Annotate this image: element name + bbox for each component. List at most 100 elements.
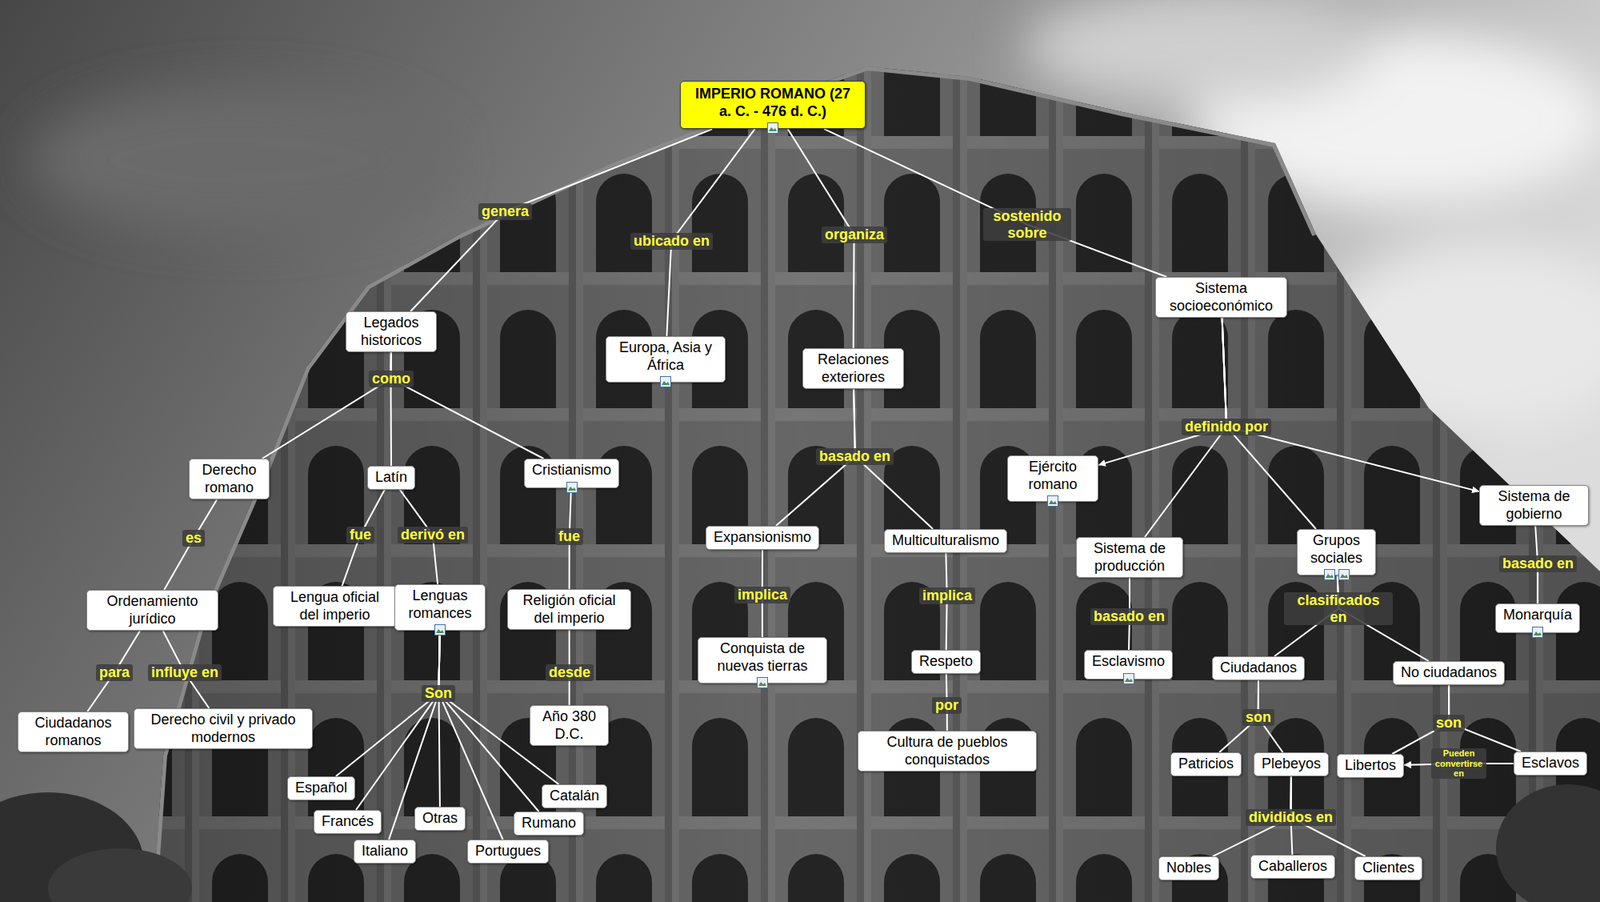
image-icon — [434, 624, 446, 636]
concept-box: Multiculturalismo — [884, 528, 1008, 553]
concept-text: Ejército romano — [1015, 458, 1091, 493]
concept-box: Cristianismo — [524, 458, 620, 488]
concept-text: Francés — [321, 812, 374, 831]
concept-box: Esclavos — [1513, 751, 1588, 776]
edge-label: para — [96, 664, 133, 681]
concept-text: Lengua oficial del imperio — [280, 588, 389, 624]
connector — [262, 352, 392, 459]
concept-text: Ciudadanos — [1220, 659, 1297, 677]
image-icon — [1532, 626, 1544, 638]
concept-box: Respeto — [911, 649, 981, 674]
concept-text: Multiculturalismo — [892, 532, 1000, 550]
concept-text: Religión oficial del imperio — [515, 592, 624, 627]
edge-label: como — [368, 370, 414, 388]
concept-box: Francés — [313, 809, 382, 834]
edge-label: sostenido sobre — [983, 208, 1072, 241]
concept-text: Catalán — [549, 787, 600, 805]
concept-box: Legados historicos — [345, 311, 437, 352]
title-box: IMPERIO ROMANO (27 a. C. - 476 d. C.) — [680, 80, 866, 129]
concept-text: Sistema de gobierno — [1487, 488, 1581, 523]
edge-label: implica — [919, 587, 976, 604]
connector — [336, 630, 440, 776]
concept-box: Ordenamiento jurídico — [86, 589, 219, 631]
concept-box: Cultura de pueblos conquistados — [857, 730, 1037, 772]
connector — [342, 489, 385, 586]
edge-label: divididos en — [1245, 808, 1336, 826]
concept-box: Año 380 D.C. — [529, 704, 609, 746]
edge-label: influye en — [148, 664, 222, 681]
concept-box: Catalán — [541, 784, 608, 808]
concept-text: Clientes — [1362, 859, 1415, 877]
concept-text: Ciudadanos romanos — [25, 714, 121, 749]
concept-box: Sistema de producción — [1076, 536, 1184, 578]
concept-text: Año 380 D.C. — [537, 708, 601, 743]
connector — [1222, 317, 1480, 492]
concept-text: Ordenamiento jurídico — [94, 592, 211, 628]
concept-box: Lengua oficial del imperio — [272, 585, 397, 627]
concept-text: Europa, Asia y África — [613, 339, 718, 374]
edge-label: organiza — [821, 226, 888, 244]
edge-label: basado en — [1090, 608, 1168, 625]
concept-text: Cultura de pueblos conquistados — [865, 733, 1029, 768]
concept-text: Esclavismo — [1092, 652, 1165, 671]
connector — [824, 128, 1167, 277]
concept-text: Grupos sociales — [1304, 532, 1368, 567]
concept-box: Portugues — [467, 839, 549, 864]
edge-label: derivó en — [397, 526, 468, 544]
edge-label: genera — [478, 203, 532, 220]
edge-label: basado en — [1499, 555, 1577, 572]
concept-box: Nobles — [1158, 856, 1220, 880]
image-icon — [660, 376, 672, 388]
concept-text: Rumano — [521, 814, 576, 832]
concept-text: Latín — [375, 468, 408, 487]
concept-text: Derecho romano — [196, 461, 262, 496]
concept-box: Derecho romano — [188, 458, 270, 500]
concept-box: Europa, Asia y África — [605, 336, 726, 383]
concept-box: Caballeros — [1250, 854, 1336, 879]
concept-text: Patricios — [1178, 755, 1234, 773]
concept-box: Derecho civil y privado modernos — [133, 708, 313, 749]
concept-text: Cristianismo — [532, 461, 612, 480]
concept-box: Religión oficial del imperio — [507, 588, 632, 630]
concept-text: Portugues — [475, 842, 541, 860]
concept-box: Conquista de nuevas tierras — [697, 636, 828, 684]
concept-box: Rumano — [513, 811, 584, 836]
concept-text: Sistema de producción — [1084, 540, 1176, 575]
connector — [410, 128, 712, 312]
concept-box: Grupos sociales — [1296, 528, 1376, 576]
concept-text: Conquista de nuevas tierras — [705, 640, 820, 675]
concept-box: Relaciones exteriores — [802, 348, 904, 389]
concept-box: Ciudadanos — [1212, 656, 1305, 680]
concept-text: Caballeros — [1258, 857, 1328, 876]
connector — [1098, 317, 1227, 465]
concept-text: Libertos — [1344, 756, 1396, 775]
concept-box: Latín — [367, 465, 416, 490]
edge-label: definido por — [1181, 418, 1272, 436]
edge-label: son — [1432, 714, 1465, 732]
concept-box: Lenguas romances — [394, 584, 486, 631]
edge-label: desde — [545, 664, 594, 681]
edge-label: implica — [734, 586, 791, 604]
edge-label: fue — [346, 526, 375, 544]
edge-label: Pueden convertirse en — [1431, 748, 1487, 779]
concept-box: Libertos — [1336, 753, 1404, 778]
concept-text: Respeto — [919, 652, 973, 671]
concept-box: Español — [287, 776, 356, 800]
concept-text: Español — [295, 779, 348, 797]
edge-label: Son — [421, 684, 456, 702]
image-icon — [1324, 568, 1336, 580]
edge-label: es — [182, 529, 205, 547]
concept-box: Esclavismo — [1084, 649, 1173, 680]
concept-text: Otras — [422, 809, 458, 828]
image-icon — [1047, 495, 1059, 507]
connector — [87, 630, 140, 712]
concept-text: Esclavos — [1521, 754, 1580, 772]
edge-label: ubicado en — [630, 232, 713, 250]
edge-label: basado en — [816, 448, 894, 465]
concept-text: Nobles — [1166, 859, 1212, 877]
concept-text: Monarquía — [1503, 606, 1572, 624]
concept-text: Expansionismo — [713, 528, 812, 547]
concept-text: IMPERIO ROMANO (27 a. C. - 476 d. C.) — [688, 85, 857, 120]
